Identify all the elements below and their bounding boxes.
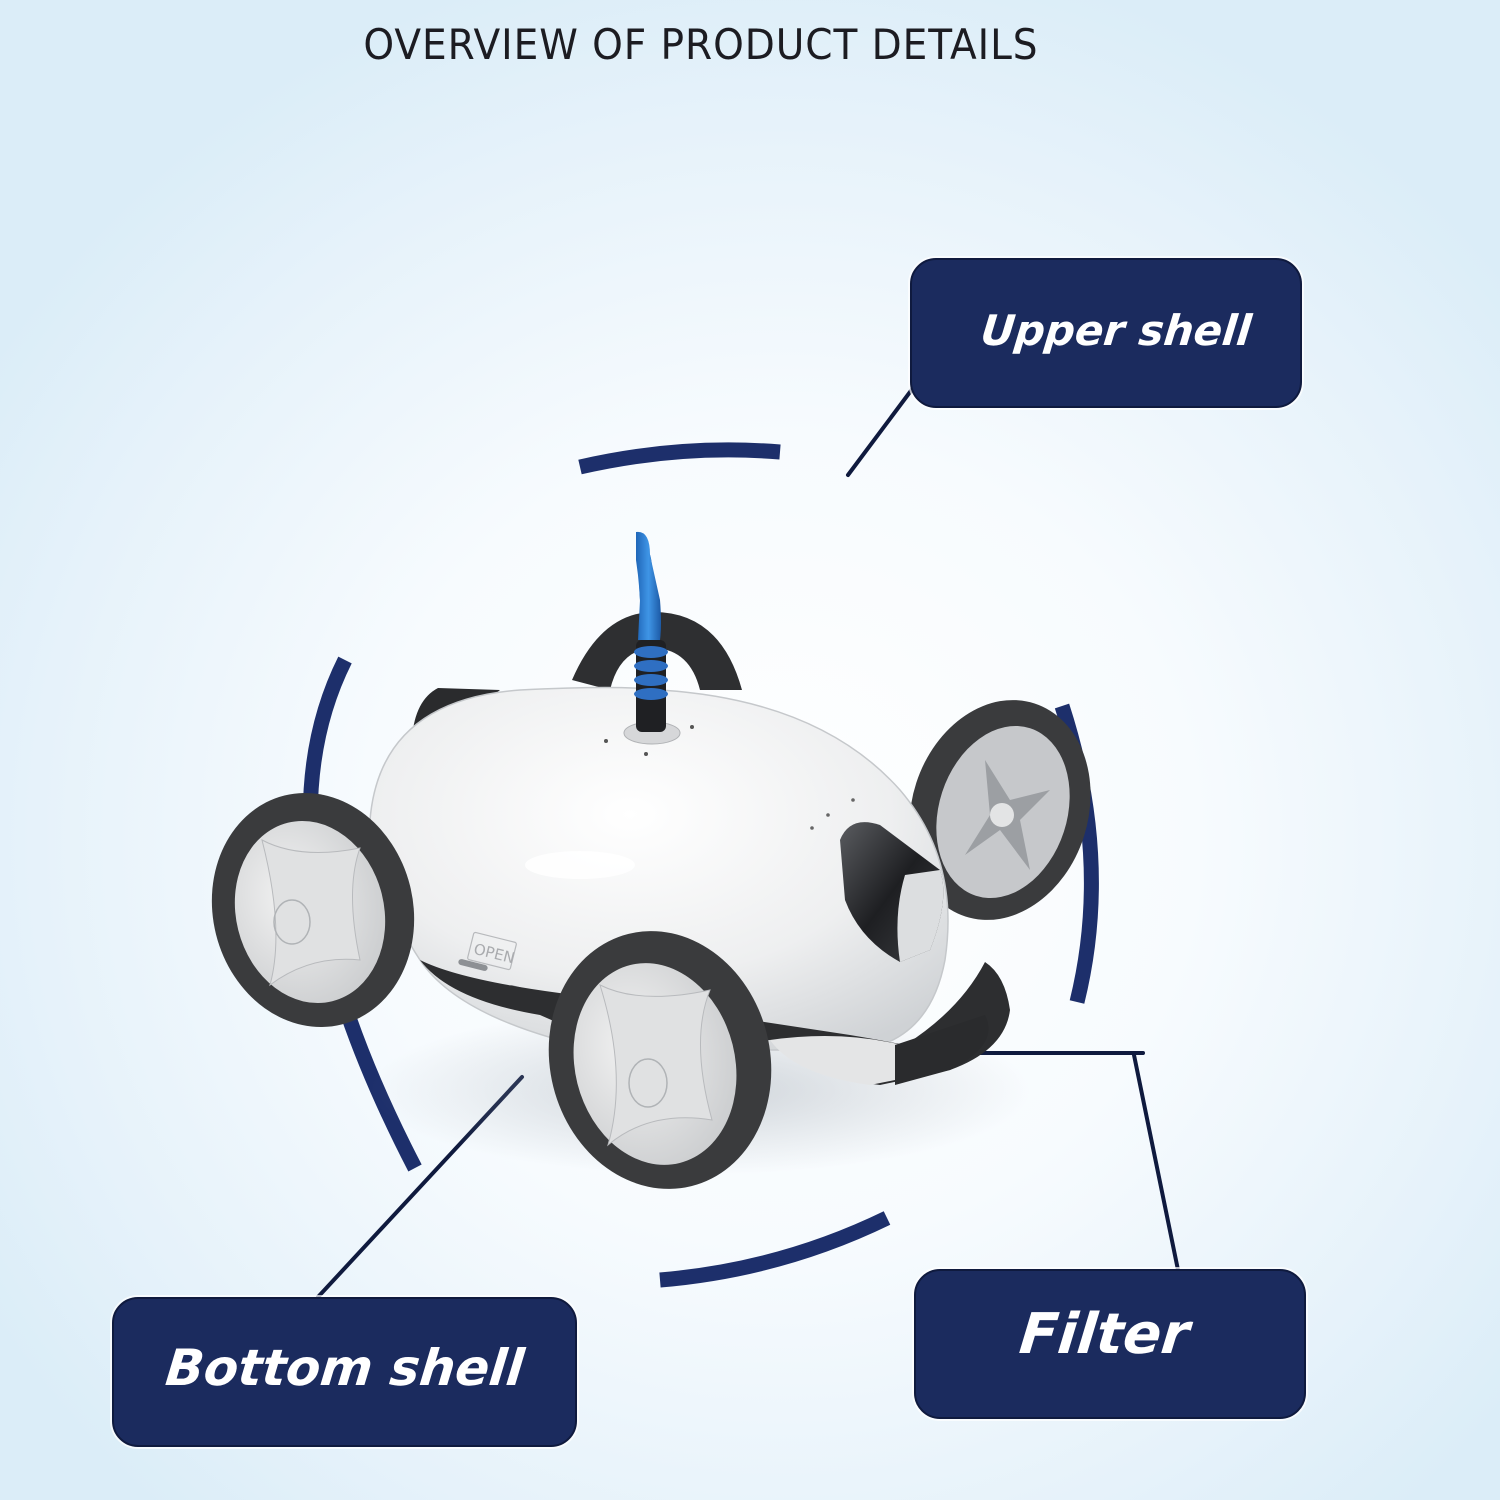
rear-left-wheel bbox=[572, 611, 742, 690]
arc-bottom bbox=[659, 1211, 891, 1288]
bottom-shell-callout: Bottom shell bbox=[112, 1297, 577, 1447]
bottom-shell-label: Bottom shell bbox=[162, 1339, 527, 1397]
hose-assembly bbox=[604, 531, 694, 756]
pool-robot: OPEN bbox=[211, 531, 1091, 1189]
upper-shell-label: Upper shell bbox=[978, 305, 1254, 355]
front-intake bbox=[810, 798, 944, 962]
front-right-wheel bbox=[548, 931, 772, 1189]
upper-shell-callout: Upper shell bbox=[910, 258, 1302, 408]
rear-right-wheel bbox=[909, 700, 1091, 920]
upper-shell-connector bbox=[846, 386, 915, 477]
arc-top bbox=[578, 442, 781, 475]
filter-label: Filter bbox=[1017, 1301, 1193, 1367]
front-left-wheel bbox=[211, 792, 415, 1028]
page-title: OVERVIEW OF PRODUCT DETAILS bbox=[363, 20, 1039, 69]
filter-callout: Filter bbox=[914, 1269, 1306, 1419]
upper-shell bbox=[369, 686, 949, 1051]
